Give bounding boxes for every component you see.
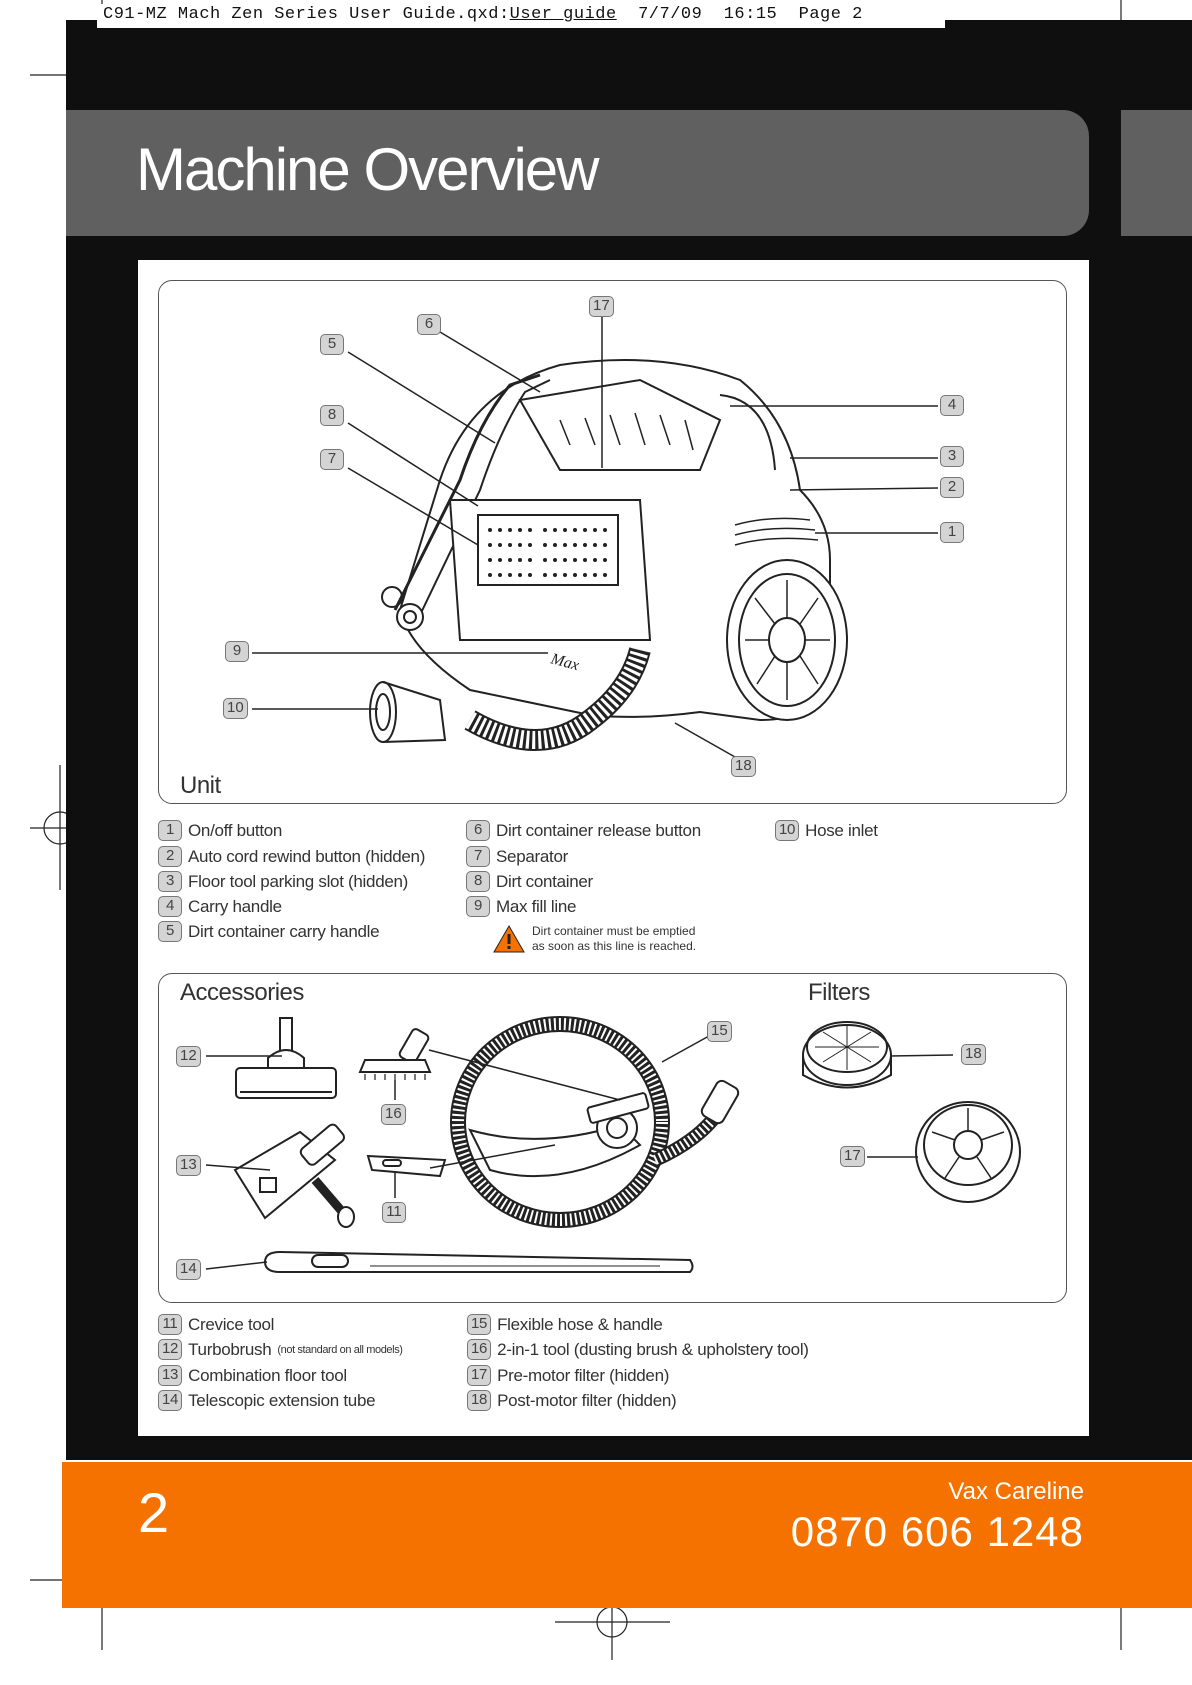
vacuum-unit-illustration: Max [252,316,939,758]
unit-section-label: Unit [180,772,221,799]
callout-17-filter: 17 [840,1146,865,1167]
callout-2: 2 [940,477,964,498]
page-number: 2 [138,1481,170,1544]
careline-phone: 0870 606 1248 [790,1508,1084,1555]
callout-10: 10 [223,698,248,719]
callout-11: 11 [382,1202,406,1223]
warning-triangle-icon [493,924,525,953]
footer-band [62,1462,1192,1608]
page-title: Machine Overview [136,136,600,203]
callout-13: 13 [176,1155,201,1176]
callout-1: 1 [940,522,964,543]
callout-5: 5 [320,334,344,355]
callout-7: 7 [320,449,344,470]
callout-14: 14 [176,1259,201,1280]
callout-15: 15 [707,1021,732,1042]
turbobrush-note: (not standard on all models) [277,1343,403,1356]
header-band [66,110,1089,236]
callout-12: 12 [176,1046,201,1067]
callout-17: 17 [589,296,614,317]
callout-16: 16 [381,1104,406,1125]
callout-3: 3 [940,446,964,467]
callout-8: 8 [320,405,344,426]
header-band-right [1121,110,1192,236]
warning-line-2: as soon as this line is reached. [532,939,697,953]
accessories-section-label: Accessories [180,979,304,1006]
print-slug: C91-MZ Mach Zen Series User Guide.qxd:Us… [97,4,945,28]
callout-18: 18 [731,756,756,777]
callout-4: 4 [940,395,964,416]
callout-9: 9 [225,641,249,662]
careline-label: Vax Careline [948,1478,1084,1505]
warning-line-1: Dirt container must be emptied [532,924,696,938]
accessories-illustration [205,1016,1021,1273]
filters-section-label: Filters [808,979,870,1006]
callout-18-filter: 18 [961,1044,986,1065]
callout-6: 6 [417,314,441,335]
